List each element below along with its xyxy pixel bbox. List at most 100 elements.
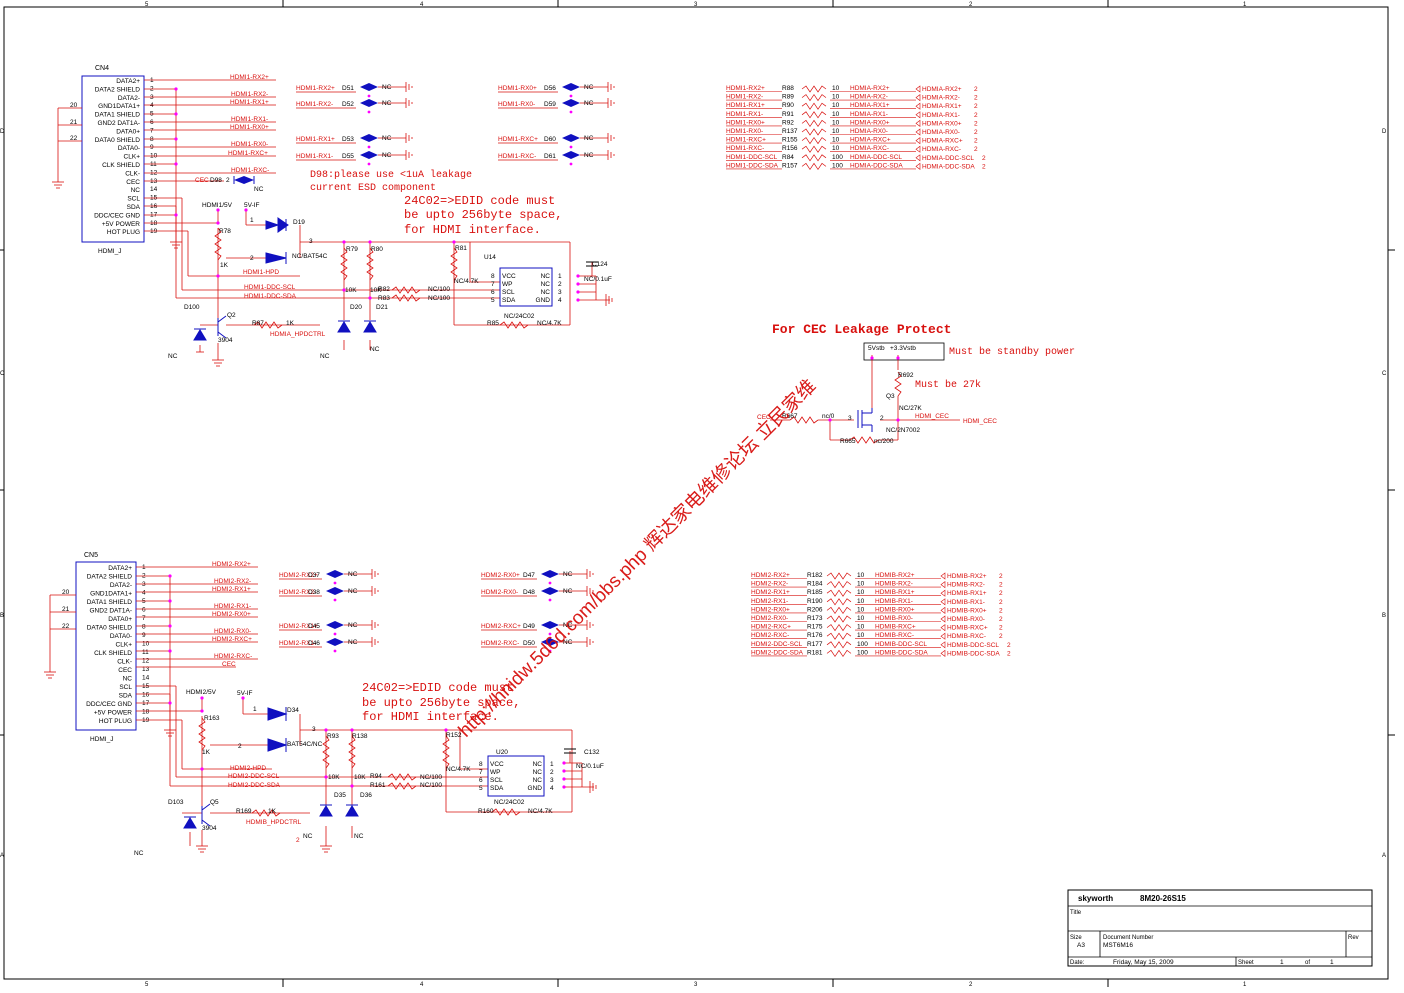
- net-label: HDMI2-RXC-: [214, 653, 252, 660]
- label: NC: [303, 833, 313, 840]
- label: R94: [370, 773, 382, 780]
- d98-diode: D98 2 CEC NC: [195, 176, 264, 193]
- res-input-net: HDMI1-DDC-SCL: [726, 154, 778, 161]
- pin-number: 13: [142, 666, 150, 673]
- eeprom-pin-name: NC: [541, 281, 551, 288]
- esd-nc: NC: [563, 571, 573, 578]
- res-output-net: HDMIA-RX1+: [850, 102, 890, 109]
- cn5-ref: CN5: [84, 552, 98, 559]
- esd-ref: D48: [523, 589, 535, 596]
- esd-diode-icon: [562, 83, 571, 91]
- esd-diode-icon: [335, 621, 344, 629]
- note-eeprom2-3: for HDMI interface.: [362, 710, 499, 724]
- port-arrow-icon: [915, 93, 921, 102]
- esd-diode-icon: [335, 587, 344, 595]
- label: Q5: [210, 799, 219, 806]
- resistor-icon: [826, 598, 852, 606]
- pin-name: CLK SHIELD: [102, 162, 140, 169]
- res-input-net: HDMI2-RXC-: [751, 632, 789, 639]
- label: D103: [168, 799, 184, 806]
- resistor-icon: [801, 162, 827, 171]
- res-page-ref: 2: [974, 112, 978, 119]
- esd-diode-icon: [326, 621, 335, 629]
- pin-number: 15: [142, 683, 150, 690]
- pin-name: +5V POWER: [102, 221, 140, 228]
- cec-title: For CEC Leakage Protect: [772, 322, 951, 337]
- eeprom-pin-name: NC: [541, 273, 551, 280]
- pin-name: GND1DATA1+: [90, 591, 132, 598]
- pin-name: CEC: [118, 667, 132, 674]
- pin-name: DATA2-: [118, 95, 140, 102]
- label: NC: [320, 353, 330, 360]
- eeprom-pin-name: SDA: [502, 297, 516, 304]
- net-label: HDMI2-RX0+: [212, 611, 251, 618]
- port-arrow-icon: [940, 572, 946, 580]
- res-port-label: HDMIB-RX2-: [947, 582, 985, 589]
- pin-name: CLK+: [124, 154, 141, 161]
- label: nc/0: [822, 413, 835, 420]
- esd-ref: D61: [544, 153, 556, 160]
- col-label: 5: [145, 2, 149, 8]
- label: R160: [478, 808, 494, 815]
- eeprom-pin-name: NC: [533, 769, 543, 776]
- note-eeprom1-1: 24C02=>EDID code must: [404, 194, 555, 208]
- resistor-icon: [801, 85, 827, 93]
- label: HDMI1/5V: [202, 202, 233, 209]
- net-label: HDMI2-RX2-: [214, 578, 251, 585]
- esd-ref: D52: [342, 101, 354, 108]
- res-value: 10: [832, 111, 840, 118]
- eeprom-pin-name: NC: [541, 289, 551, 296]
- label: +3.3Vstb: [890, 345, 916, 352]
- port-arrow-icon: [915, 154, 921, 162]
- res-page-ref: 2: [999, 607, 1003, 614]
- eeprom-pin-number: 7: [479, 769, 483, 776]
- resistor-icon: [801, 145, 827, 153]
- label: D20: [350, 304, 362, 311]
- esd-net-label: HDMI2-RXC-: [481, 640, 519, 647]
- label: 10K: [370, 287, 382, 294]
- esd-nc: NC: [348, 622, 358, 629]
- eeprom-pin-number: 1: [558, 273, 562, 280]
- resistor-icon: [801, 154, 827, 162]
- res-output-net: HDMIA-RX2-: [850, 94, 888, 101]
- label: 10K: [328, 774, 340, 781]
- resistor-icon: [826, 649, 852, 658]
- d98-ref: D98: [210, 177, 222, 184]
- label: NC/4.7K: [454, 278, 479, 285]
- cn5-gnd-pin: 21: [62, 606, 70, 613]
- esd-net-label: HDMI1-RX2+: [296, 85, 335, 92]
- eeprom-pin-number: 3: [550, 777, 554, 784]
- res-input-net: HDMI1-RX2-: [726, 94, 763, 101]
- tb-sheet-label: Sheet: [1238, 960, 1254, 966]
- res-port-label: HDMIB-DDC-SCL: [947, 642, 999, 649]
- pin-name: DATA1 SHIELD: [87, 599, 133, 606]
- pin-name: DDC/CEC GND: [86, 701, 132, 708]
- res-port-label: HDMIB-RX0-: [947, 616, 985, 623]
- pin-name: DATA2-: [110, 582, 132, 589]
- pin-number: 11: [142, 649, 149, 656]
- port-arrow-icon: [940, 606, 946, 615]
- eeprom-pin-number: 6: [491, 289, 495, 296]
- res-page-ref: 2: [999, 633, 1003, 640]
- junction-dot: [367, 145, 371, 149]
- pin-number: 9: [150, 144, 154, 151]
- pin-name: DATA2+: [116, 78, 140, 85]
- pin-name: DATA2+: [108, 565, 132, 572]
- esd-diode-icon: [571, 151, 580, 159]
- tb-date-label: Date:: [1070, 960, 1085, 966]
- res-value: 100: [857, 649, 868, 656]
- label: 1K: [286, 320, 295, 327]
- label: 3904: [218, 337, 233, 344]
- junction-dot: [333, 632, 337, 636]
- esd-diode-icon: [550, 570, 559, 578]
- pin-name: CLK SHIELD: [94, 650, 132, 657]
- pin-name: SCL: [119, 684, 132, 691]
- res-page-ref: 2: [999, 590, 1003, 597]
- junction-dot: [548, 598, 552, 602]
- eeprom-pin-number: 1: [550, 761, 554, 768]
- eeprom-pin-name: GND: [528, 785, 543, 792]
- res-ref: R92: [782, 119, 794, 126]
